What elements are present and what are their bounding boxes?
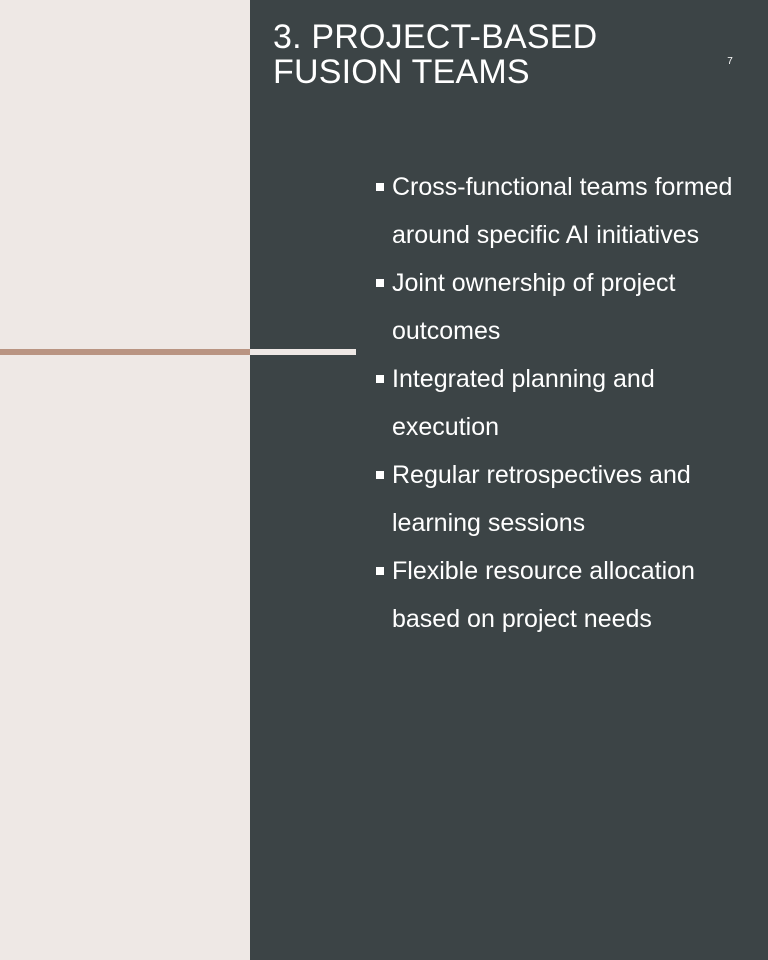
square-bullet-icon <box>376 375 384 383</box>
bullet-text: Cross-functional teams formed around spe… <box>392 173 733 249</box>
square-bullet-icon <box>376 183 384 191</box>
bullet-item: Joint ownership of project outcomes <box>373 259 733 355</box>
square-bullet-icon <box>376 567 384 575</box>
bullet-text: Flexible resource allocation based on pr… <box>392 557 695 633</box>
bullet-item: Integrated planning and execution <box>373 355 733 451</box>
bullet-item: Regular retrospectives and learning sess… <box>373 451 733 547</box>
accent-divider-line <box>0 349 250 355</box>
slide-title: 3. PROJECT-BASED FUSION TEAMS <box>273 18 598 91</box>
bullet-text: Regular retrospectives and learning sess… <box>392 461 691 537</box>
right-panel <box>250 0 768 960</box>
left-panel <box>0 0 250 960</box>
bullet-text: Joint ownership of project outcomes <box>392 269 676 345</box>
square-bullet-icon <box>376 471 384 479</box>
light-divider-line <box>250 349 356 355</box>
slide-number: 7 <box>727 56 733 67</box>
bullet-text: Integrated planning and execution <box>392 365 655 441</box>
square-bullet-icon <box>376 279 384 287</box>
bullet-list: Cross-functional teams formed around spe… <box>373 163 733 643</box>
bullet-item: Flexible resource allocation based on pr… <box>373 547 733 643</box>
bullet-item: Cross-functional teams formed around spe… <box>373 163 733 259</box>
